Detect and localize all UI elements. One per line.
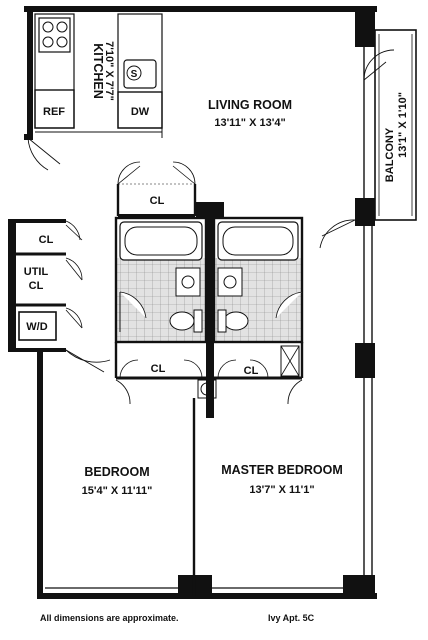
entry-door (27, 137, 61, 171)
bedroom-doors (115, 379, 303, 405)
living-room-label: LIVING ROOM (208, 98, 292, 112)
balcony-label: BALCONY (384, 127, 396, 182)
util-label-line2: CL (29, 280, 44, 292)
dw-label: DW (131, 106, 150, 118)
sink-label: S (131, 69, 138, 80)
center-wall (206, 218, 214, 418)
ref-label: REF (43, 106, 65, 118)
balcony-dimensions: 13'1" X 1'10" (397, 92, 409, 158)
living-room-dimensions: 13'11" X 13'4" (214, 117, 285, 129)
dimensions-note: All dimensions are approximate. (40, 613, 179, 623)
bedroom-closets (114, 342, 304, 399)
living-door (319, 219, 356, 249)
wd-label: W/D (26, 321, 47, 333)
balcony (363, 29, 417, 221)
kitchen-label: KITCHEN (91, 43, 105, 99)
master-closet-label: CL (244, 365, 259, 377)
unit-label: Ivy Apt. 5C (268, 613, 315, 623)
bedroom-closet-label: CL (151, 363, 166, 375)
hall-closet-label: CL (150, 195, 165, 207)
bedroom-door (65, 349, 111, 373)
bedroom-label: BEDROOM (84, 465, 149, 479)
center-column (196, 202, 224, 218)
util-label-line1: UTIL (24, 266, 49, 278)
right-window-wall (343, 7, 375, 599)
kitchen-dimensions: 7'10" X 7'7" (103, 41, 115, 101)
kitchen (34, 13, 163, 138)
bathroom-left (114, 216, 208, 344)
bedroom-dimensions: 15'4" X 11'11" (82, 485, 153, 497)
master-bedroom-label: MASTER BEDROOM (221, 463, 343, 477)
closet-label-left: CL (39, 234, 54, 246)
hall-closet (116, 161, 197, 218)
bathroom-right (212, 216, 304, 344)
master-bedroom-dimensions: 13'7" X 11'1" (249, 484, 314, 496)
utility-column (8, 219, 83, 352)
